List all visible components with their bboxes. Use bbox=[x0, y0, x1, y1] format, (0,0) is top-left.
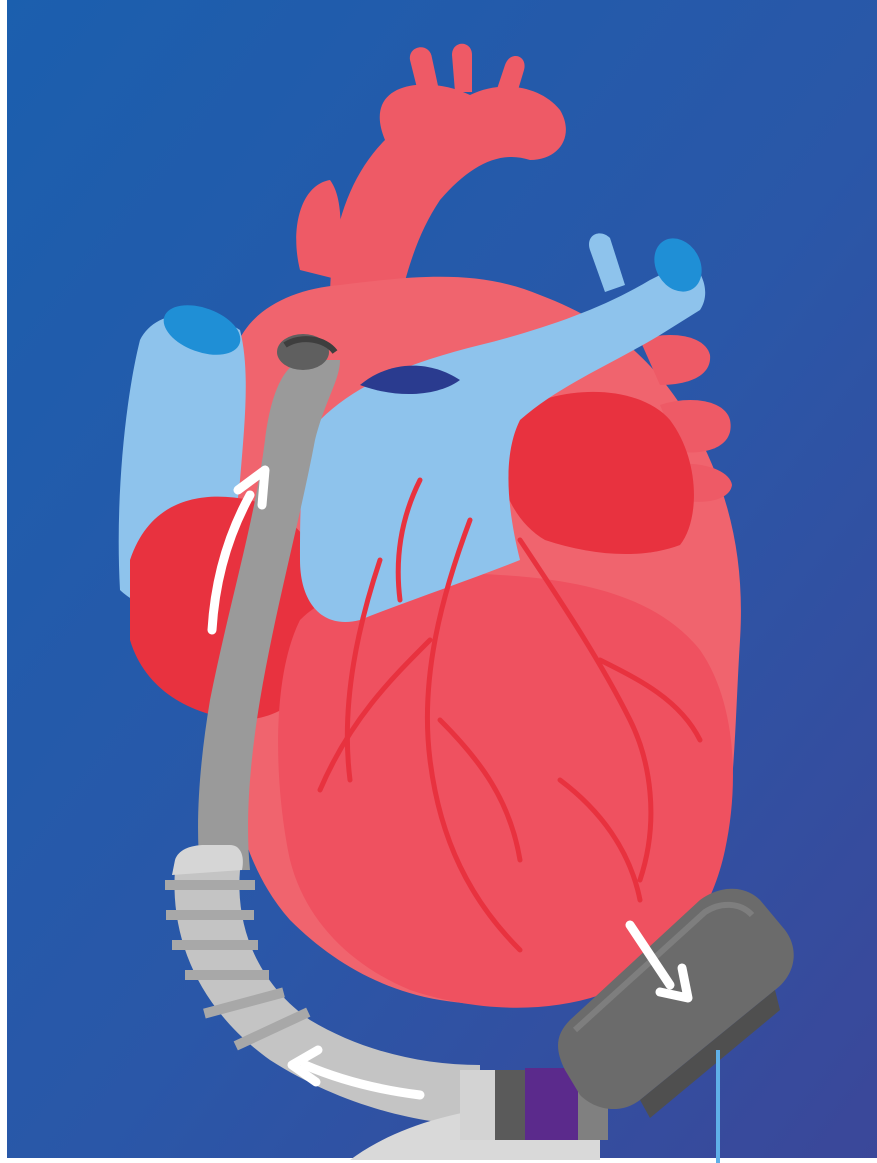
left-border-strip bbox=[0, 0, 7, 1163]
